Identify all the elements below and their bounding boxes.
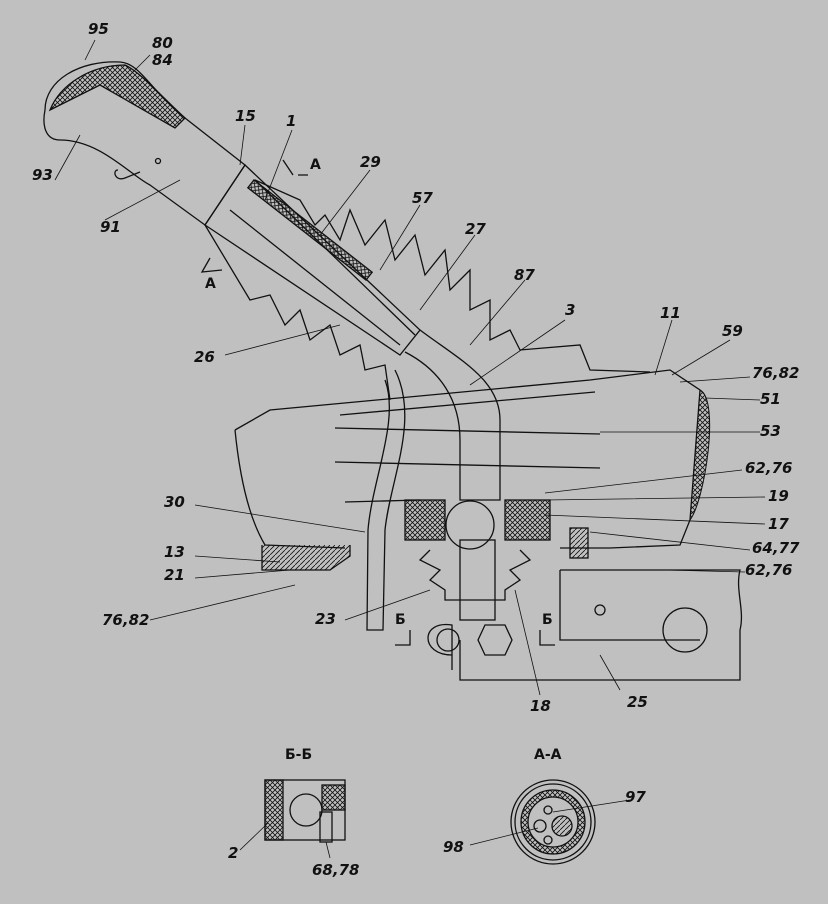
callout-80: 80 — [152, 34, 173, 52]
leader-lines — [54, 39, 766, 859]
bellows — [254, 179, 651, 373]
callout-29: 29 — [360, 153, 381, 171]
callout-76-82-bottom: 76,82 — [102, 611, 150, 629]
callout-51: 51 — [760, 390, 781, 408]
lever-lower — [404, 329, 501, 501]
section-mark-b-left: Б — [395, 612, 406, 628]
callout-93: 93 — [32, 166, 53, 184]
callout-15: 15 — [235, 107, 256, 125]
callout-25: 25 — [627, 693, 648, 711]
callout-1: 1 — [286, 112, 297, 130]
callout-2: 2 — [228, 844, 239, 862]
section-mark-b-right: Б — [542, 612, 553, 628]
knob-outline — [43, 61, 246, 226]
callout-19: 19 — [768, 487, 789, 505]
callout-27: 27 — [465, 220, 486, 238]
section-aa — [510, 779, 596, 865]
callout-23: 23 — [315, 610, 336, 628]
gearbox-housing — [459, 569, 743, 681]
callout-59: 59 — [722, 322, 743, 340]
section-title-bb: Б-Б — [285, 747, 313, 763]
callout-97: 97 — [625, 788, 646, 806]
callout-95: 95 — [88, 20, 109, 38]
callout-53: 53 — [760, 422, 781, 440]
lever-tube — [204, 163, 421, 356]
callout-26: 26 — [194, 348, 215, 366]
callout-62-76-top: 62,76 — [745, 459, 793, 477]
callout-91: 91 — [100, 218, 121, 236]
callout-3: 3 — [565, 301, 576, 319]
callout-18: 18 — [530, 697, 551, 715]
callout-84: 84 — [152, 51, 173, 69]
ball-joint — [445, 500, 495, 550]
callout-57: 57 — [412, 189, 433, 207]
callout-11: 11 — [660, 304, 681, 322]
callout-64-77: 64,77 — [752, 539, 800, 557]
callout-68-78: 68,78 — [312, 861, 360, 879]
callout-21: 21 — [164, 566, 185, 584]
section-mark-a-bottom: А — [205, 276, 216, 292]
callout-76-82-top: 76,82 — [752, 364, 800, 382]
callout-87: 87 — [514, 266, 535, 284]
section-mark-a-top: А — [310, 157, 321, 173]
lower-boot — [418, 549, 532, 601]
section-title-aa: А-А — [534, 747, 562, 763]
callout-17: 17 — [768, 515, 789, 533]
knob-insert — [48, 64, 186, 129]
callout-98: 98 — [443, 838, 464, 856]
callout-30: 30 — [164, 493, 185, 511]
callout-62-76-bottom: 62,76 — [745, 561, 793, 579]
callout-13: 13 — [164, 543, 185, 561]
